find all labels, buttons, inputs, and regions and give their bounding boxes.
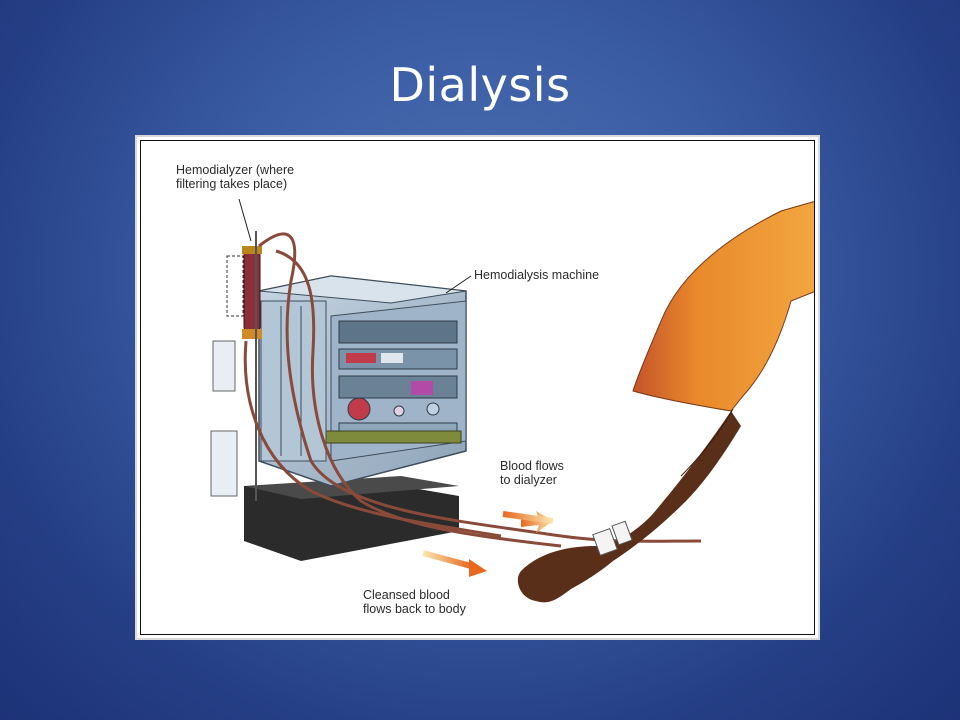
label-to-dialyzer-line-2: to dialyzer bbox=[500, 473, 557, 487]
label-to-dialyzer-line-1: Blood flows bbox=[500, 459, 564, 473]
flow-back-to-body-arrow bbox=[422, 550, 487, 577]
machine-base bbox=[244, 476, 459, 561]
patient bbox=[517, 201, 814, 603]
label-back-to-body-line-2: flows back to body bbox=[363, 602, 466, 616]
label-blood-back-to-body: Cleansed blood flows back to body bbox=[363, 588, 466, 616]
flow-to-dialyzer-arrow bbox=[502, 511, 554, 533]
label-hemodialyzer: Hemodialyzer (where filtering takes plac… bbox=[176, 163, 294, 191]
label-back-to-body-line-1: Cleansed blood bbox=[363, 588, 450, 602]
blood-tubing bbox=[243, 232, 702, 548]
hemodialysis-machine bbox=[258, 275, 467, 487]
hemodialyzer-leader bbox=[238, 198, 252, 242]
label-hemodialyzer-line-1: Hemodialyzer (where bbox=[176, 163, 295, 177]
slide-title: Dialysis bbox=[389, 58, 571, 112]
machine-leader bbox=[445, 275, 472, 294]
illustration-panel: Hemodialyzer (where filtering takes plac… bbox=[140, 140, 815, 635]
dialysis-illustration: Hemodialyzer (where filtering takes plac… bbox=[135, 135, 820, 640]
dialysis-diagram-svg bbox=[210, 198, 814, 603]
label-blood-to-dialyzer: Blood flows to dialyzer bbox=[500, 459, 564, 487]
label-hemodialyzer-line-2: filtering takes place) bbox=[176, 177, 288, 191]
label-machine-line-1: Hemodialysis machine bbox=[474, 268, 600, 282]
label-hemodialysis-machine: Hemodialysis machine bbox=[474, 268, 599, 282]
hemodialyzer bbox=[210, 231, 262, 501]
